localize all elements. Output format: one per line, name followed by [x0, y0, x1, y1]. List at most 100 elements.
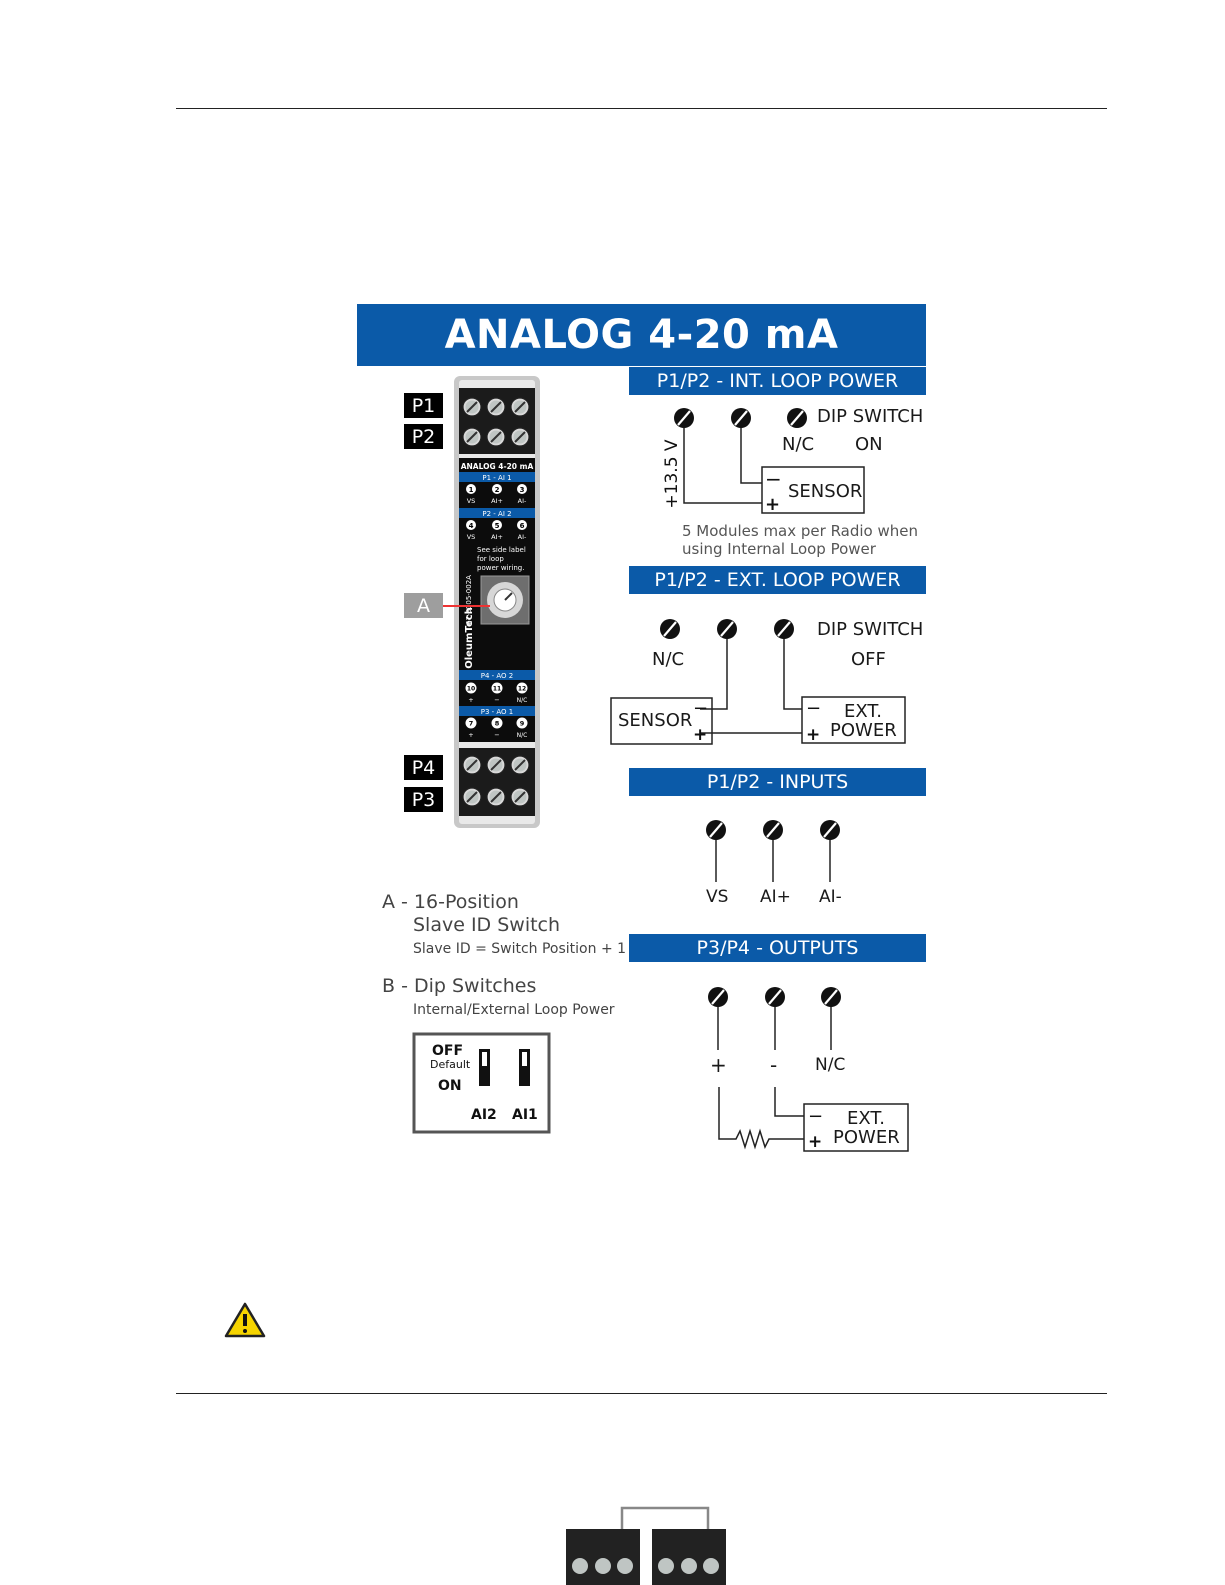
ext-power-ext-label: EXT. — [844, 701, 882, 722]
connector-photo-fragment — [566, 1506, 726, 1585]
legend-b-note: Internal/External Loop Power — [413, 1002, 615, 1018]
int-sensor-plus: + — [765, 494, 780, 515]
output-power-ext-label: EXT. — [847, 1108, 885, 1129]
out-power-minus: − — [808, 1106, 823, 1127]
svg-text:VS: VS — [467, 497, 476, 505]
terminal-screw — [510, 755, 530, 775]
dip-ai1-label: AI1 — [512, 1107, 538, 1123]
ext-power-label: POWER — [830, 720, 897, 741]
section-outputs: P3/P4 - OUTPUTS — [629, 934, 926, 962]
svg-text:3: 3 — [520, 486, 525, 494]
module-label-title: ANALOG 4-20 mA — [461, 462, 534, 471]
dip-switch-ai2 — [479, 1049, 490, 1086]
out-power-plus: + — [808, 1132, 822, 1152]
svg-text:+: + — [468, 731, 473, 739]
svg-text:7: 7 — [469, 720, 474, 728]
int-dip-switch-label: DIP SWITCH — [817, 406, 924, 427]
terminal-screw-icon — [772, 617, 796, 641]
terminal-screw-icon — [818, 818, 842, 842]
terminal-screw-icon — [761, 818, 785, 842]
callout-label-a: A — [404, 593, 443, 618]
svg-text:N/C: N/C — [517, 697, 528, 704]
side-note-line3: power wiring. — [477, 564, 524, 572]
footer-rule — [176, 1393, 1107, 1394]
output-power-label: POWER — [833, 1127, 900, 1148]
ext-sensor-label: SENSOR — [618, 710, 693, 731]
ext-power-minus: − — [806, 698, 821, 719]
band-p4: P4 - AO 2 — [481, 672, 514, 680]
legend-b-title: B - Dip Switches — [382, 975, 537, 997]
int-voltage-label: +13.5 V — [662, 439, 682, 508]
input-ai-plus-label: AI+ — [760, 887, 791, 907]
int-on-label: ON — [855, 434, 883, 455]
port-label-p1: P1 — [404, 393, 443, 418]
diagram-title: ANALOG 4-20 mA — [357, 304, 926, 366]
dip-off-label: OFF — [432, 1043, 463, 1059]
terminal-screw-icon — [672, 406, 696, 430]
terminal-screw-icon — [729, 406, 753, 430]
ext-off-label: OFF — [851, 649, 886, 670]
svg-text:AI+: AI+ — [491, 497, 503, 505]
terminal-row-3: 7 8 9 + − N/C — [465, 717, 528, 739]
ext-dip-switch-label: DIP SWITCH — [817, 619, 924, 640]
svg-text:AI-: AI- — [518, 497, 527, 505]
svg-text:10: 10 — [467, 686, 475, 693]
ext-power-plus: + — [806, 725, 820, 745]
input-vs-label: VS — [706, 887, 729, 907]
input-ai-minus-label: AI- — [819, 887, 842, 907]
terminal-screw — [462, 397, 482, 417]
svg-text:2: 2 — [495, 486, 500, 494]
dip-on-label: ON — [438, 1078, 462, 1094]
legend-a-title: A - 16-Position — [382, 891, 519, 913]
svg-text:4: 4 — [469, 522, 474, 530]
terminal-screw-icon — [715, 617, 739, 641]
svg-text:VS: VS — [467, 533, 476, 541]
legend-a-title2: Slave ID Switch — [413, 914, 561, 936]
terminal-row-2: 4 5 6 VS AI+ AI- — [466, 520, 527, 541]
dip-ai2-label: AI2 — [471, 1107, 497, 1123]
terminal-screw-icon — [763, 985, 787, 1009]
terminal-screw-icon — [658, 617, 682, 641]
ext-loop-wiring — [610, 629, 906, 745]
svg-text:1: 1 — [469, 486, 474, 494]
warning-icon — [224, 1302, 266, 1338]
side-note-line1: See side label — [477, 546, 526, 554]
din-module: ANALOG 4-20 mA P1 - AI 1 1 2 3 VS AI+ AI… — [454, 376, 540, 828]
svg-text:5: 5 — [495, 522, 500, 530]
terminal-screw — [462, 787, 482, 807]
svg-text:AI+: AI+ — [491, 533, 503, 541]
section-inputs: P1/P2 - INPUTS — [629, 768, 926, 796]
int-nc-label: N/C — [782, 434, 815, 455]
band-p1: P1 - AI 1 — [482, 474, 511, 482]
int-sensor-minus: − — [765, 467, 782, 491]
output-nc-label: N/C — [815, 1055, 846, 1075]
terminal-screw-icon — [704, 818, 728, 842]
svg-text:8: 8 — [495, 720, 500, 728]
terminal-screw — [486, 397, 506, 417]
terminal-row-4: 10 11 12 + − N/C — [465, 682, 528, 704]
section-int-loop-power: P1/P2 - INT. LOOP POWER — [629, 367, 926, 395]
terminal-screw — [462, 427, 482, 447]
section-ext-loop-power: P1/P2 - EXT. LOOP POWER — [629, 566, 926, 594]
terminal-screw — [486, 427, 506, 447]
ext-sensor-minus: − — [693, 698, 708, 719]
dip-default-label: Default — [430, 1058, 471, 1071]
terminal-screw-icon — [819, 985, 843, 1009]
port-label-p2: P2 — [404, 424, 443, 449]
side-note-line2: for loop — [477, 555, 504, 563]
brand-logo-text: OleumTech — [464, 607, 475, 669]
int-loop-wiring — [683, 418, 865, 514]
band-p3: P3 - AO 1 — [481, 708, 514, 716]
port-label-p3: P3 — [404, 787, 443, 812]
svg-text:+: + — [468, 696, 473, 704]
svg-text:6: 6 — [520, 522, 525, 530]
terminal-screw — [486, 787, 506, 807]
dip-switch-ai1 — [519, 1049, 530, 1086]
terminal-screw — [486, 755, 506, 775]
dip-switch-illustration: OFF Default ON AI2 AI1 — [412, 1032, 551, 1134]
part-number: 67-3105-002A — [465, 575, 473, 625]
int-note-line2: using Internal Loop Power — [682, 540, 876, 558]
band-p2: P2 - AI 2 — [482, 510, 511, 518]
int-note-line1: 5 Modules max per Radio when — [682, 522, 919, 540]
